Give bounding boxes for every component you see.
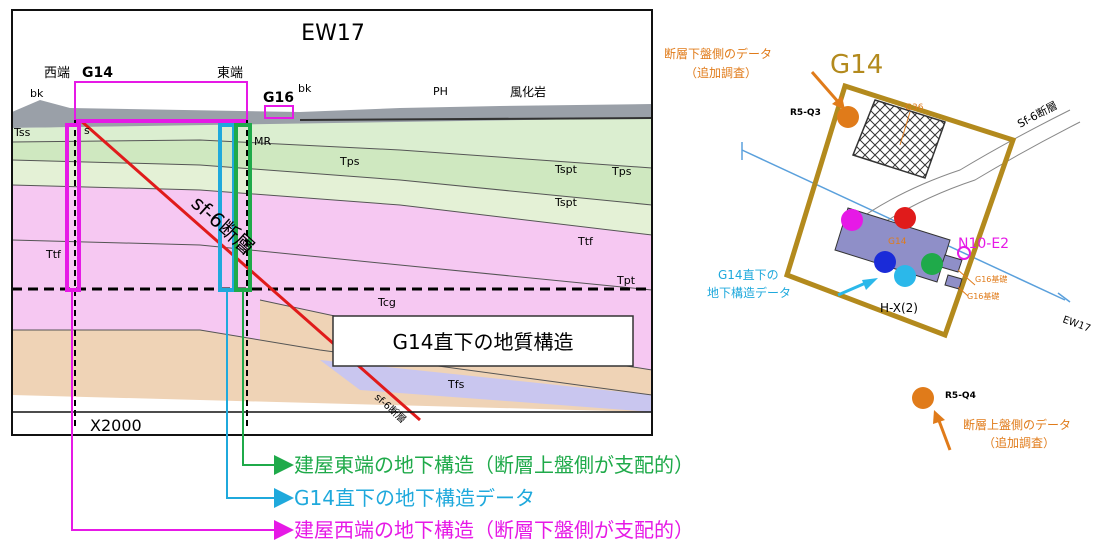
arrow-bottom-note (936, 417, 952, 451)
label-sf6: Sf-6断層 (1015, 98, 1060, 131)
label-g16: G16 (263, 90, 294, 106)
label-tpt: Tpt (616, 274, 636, 287)
arrow-g14-under (837, 280, 869, 297)
map-title: G14 (830, 50, 883, 80)
label-g36: G36 (905, 103, 924, 113)
marker-west (841, 209, 863, 231)
label-ph: PH (433, 85, 448, 98)
callout-box (332, 315, 634, 367)
note-bottom-line2: （追加調査） (983, 435, 1055, 450)
marker-cyan (894, 265, 916, 287)
label-west-end: 西端 (44, 66, 70, 81)
layer-tfs (320, 360, 652, 412)
marker-n10 (957, 246, 971, 260)
label-g14-under-1: G14直下の (718, 268, 779, 282)
g36-hatched-area (852, 99, 946, 179)
marker-blue (874, 251, 896, 273)
label-n10: N10-E2 (958, 236, 1009, 252)
layer-ttf (12, 185, 652, 290)
label-tfs: Tfs (447, 378, 465, 391)
label-east-end: 東端 (217, 65, 243, 81)
cross-section (12, 10, 652, 435)
note-top-line2: （追加調査） (685, 65, 757, 80)
legend-east: 建屋東端の地下構造（断層上盤側が支配的） (294, 453, 694, 477)
label-ttf-left: Ttf (45, 248, 62, 261)
legend-lines (71, 290, 294, 540)
section-frame (11, 9, 653, 436)
arrow-top-note (810, 71, 842, 105)
label-ttf-right: Ttf (577, 235, 594, 248)
label-ew17: EW17 (1061, 314, 1092, 334)
g16-outline (264, 105, 294, 119)
label-tps-1: Tps (339, 155, 360, 168)
label-r5-q3: R5-Q3 (790, 108, 821, 118)
label-tspt-1: Tspt (554, 163, 578, 176)
g14-site-frame (783, 82, 1017, 339)
label-bk-right: bk (298, 82, 312, 95)
borehole-r5-q3 (837, 106, 859, 128)
label-x2000: X2000 (90, 416, 142, 435)
callout-text: G14直下の地質構造 (393, 330, 574, 354)
label-s: s (84, 124, 90, 137)
note-bottom-line1: 断層上盤側のデータ (963, 417, 1071, 432)
plan-map (741, 71, 1081, 451)
label-tcg: Tcg (377, 296, 396, 309)
note-top-line1: 断層下盤側のデータ (664, 46, 772, 61)
label-weathered: 風化岩 (510, 84, 546, 99)
marker-green (921, 253, 943, 275)
layer-tss (12, 118, 652, 168)
label-g14-small: G14 (888, 237, 907, 247)
label-tspt-2: Tspt (554, 196, 578, 209)
legend-g14: G14直下の地下構造データ (294, 486, 535, 510)
building-outline (74, 81, 248, 121)
label-bk-left: bk (30, 87, 44, 100)
section-title: EW17 (301, 21, 365, 46)
label-tss: Tss (13, 126, 31, 139)
label-g14-section: G14 (82, 65, 113, 81)
borehole-r5-q4 (912, 387, 934, 409)
marker-red (894, 207, 916, 229)
label-g16-2: G16基礎 (967, 291, 999, 301)
label-g16-1: G16基礎 (975, 274, 1007, 284)
layer-tspt (12, 160, 652, 235)
label-g14-under-2: 地下構造データ (707, 285, 791, 300)
label-hx: H-X(2) (880, 301, 918, 315)
label-mr: MR (254, 135, 271, 148)
label-tps-2: Tps (611, 165, 632, 178)
legend-west: 建屋西端の地下構造（断層下盤側が支配的） (294, 518, 694, 542)
sf6-fault-line (854, 109, 1071, 223)
label-r5-q4: R5-Q4 (945, 391, 976, 401)
